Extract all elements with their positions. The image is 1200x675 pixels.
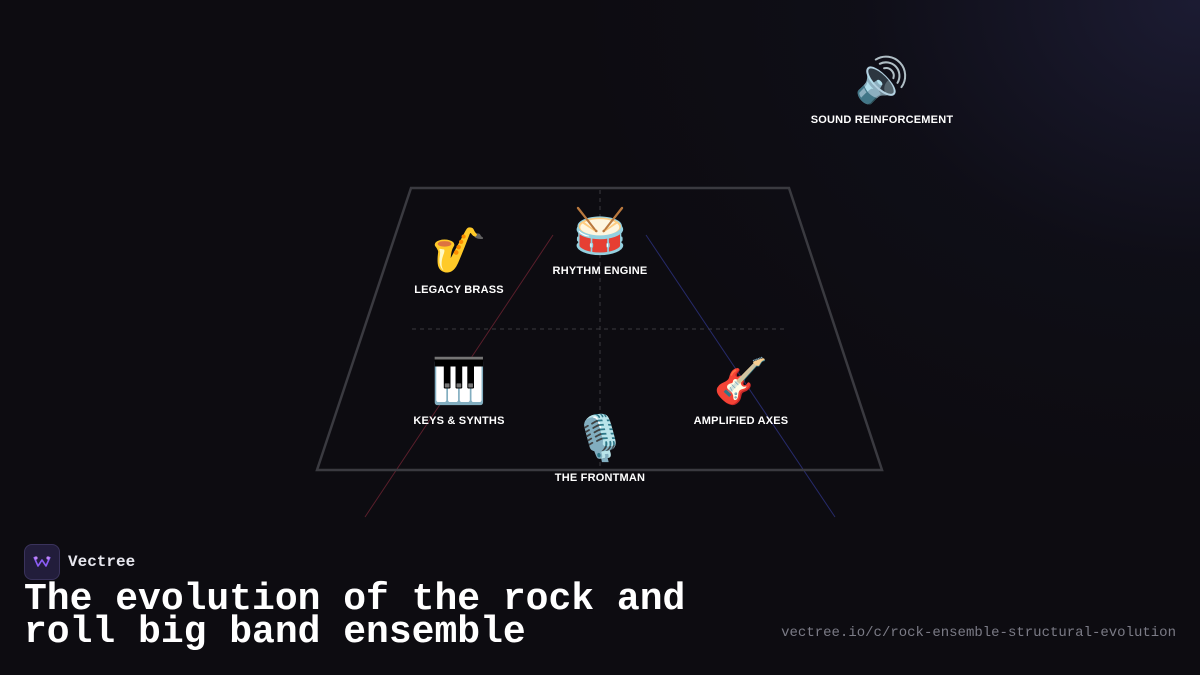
node-the-frontman: 🎙️ THE FRONTMAN — [554, 413, 646, 485]
page-title: The evolution of the rock and roll big b… — [24, 578, 686, 654]
node-label: SOUND REINFORCEMENT — [810, 114, 954, 126]
vectree-logo-icon — [24, 544, 60, 580]
guitar-icon: 🎸 — [713, 356, 769, 407]
node-keys-synths: 🎹 KEYS & SYNTHS — [413, 356, 505, 428]
speaker-icon: 🔊 — [854, 55, 910, 106]
brand-name: Vectree — [68, 553, 136, 571]
node-amplified-axes: 🎸 AMPLIFIED AXES — [693, 356, 789, 428]
node-label: LEGACY BRASS — [414, 284, 504, 296]
node-rhythm-engine: 🥁 RHYTHM ENGINE — [552, 206, 648, 278]
drum-icon: 🥁 — [572, 206, 628, 257]
piano-keys-icon: 🎹 — [431, 356, 487, 407]
saxophone-icon: 🎷 — [431, 225, 487, 276]
source-url[interactable]: vectree.io/c/rock-ensemble-structural-ev… — [781, 625, 1176, 641]
node-label: KEYS & SYNTHS — [413, 415, 505, 427]
node-label: THE FRONTMAN — [554, 472, 646, 484]
node-sound-reinforcement: 🔊 SOUND REINFORCEMENT — [810, 55, 954, 127]
node-legacy-brass: 🎷 LEGACY BRASS — [414, 225, 504, 297]
stage-outline — [315, 186, 884, 472]
node-label: AMPLIFIED AXES — [693, 415, 789, 427]
node-label: RHYTHM ENGINE — [552, 265, 648, 277]
microphone-icon: 🎙️ — [572, 413, 628, 464]
brand: Vectree — [24, 544, 135, 580]
